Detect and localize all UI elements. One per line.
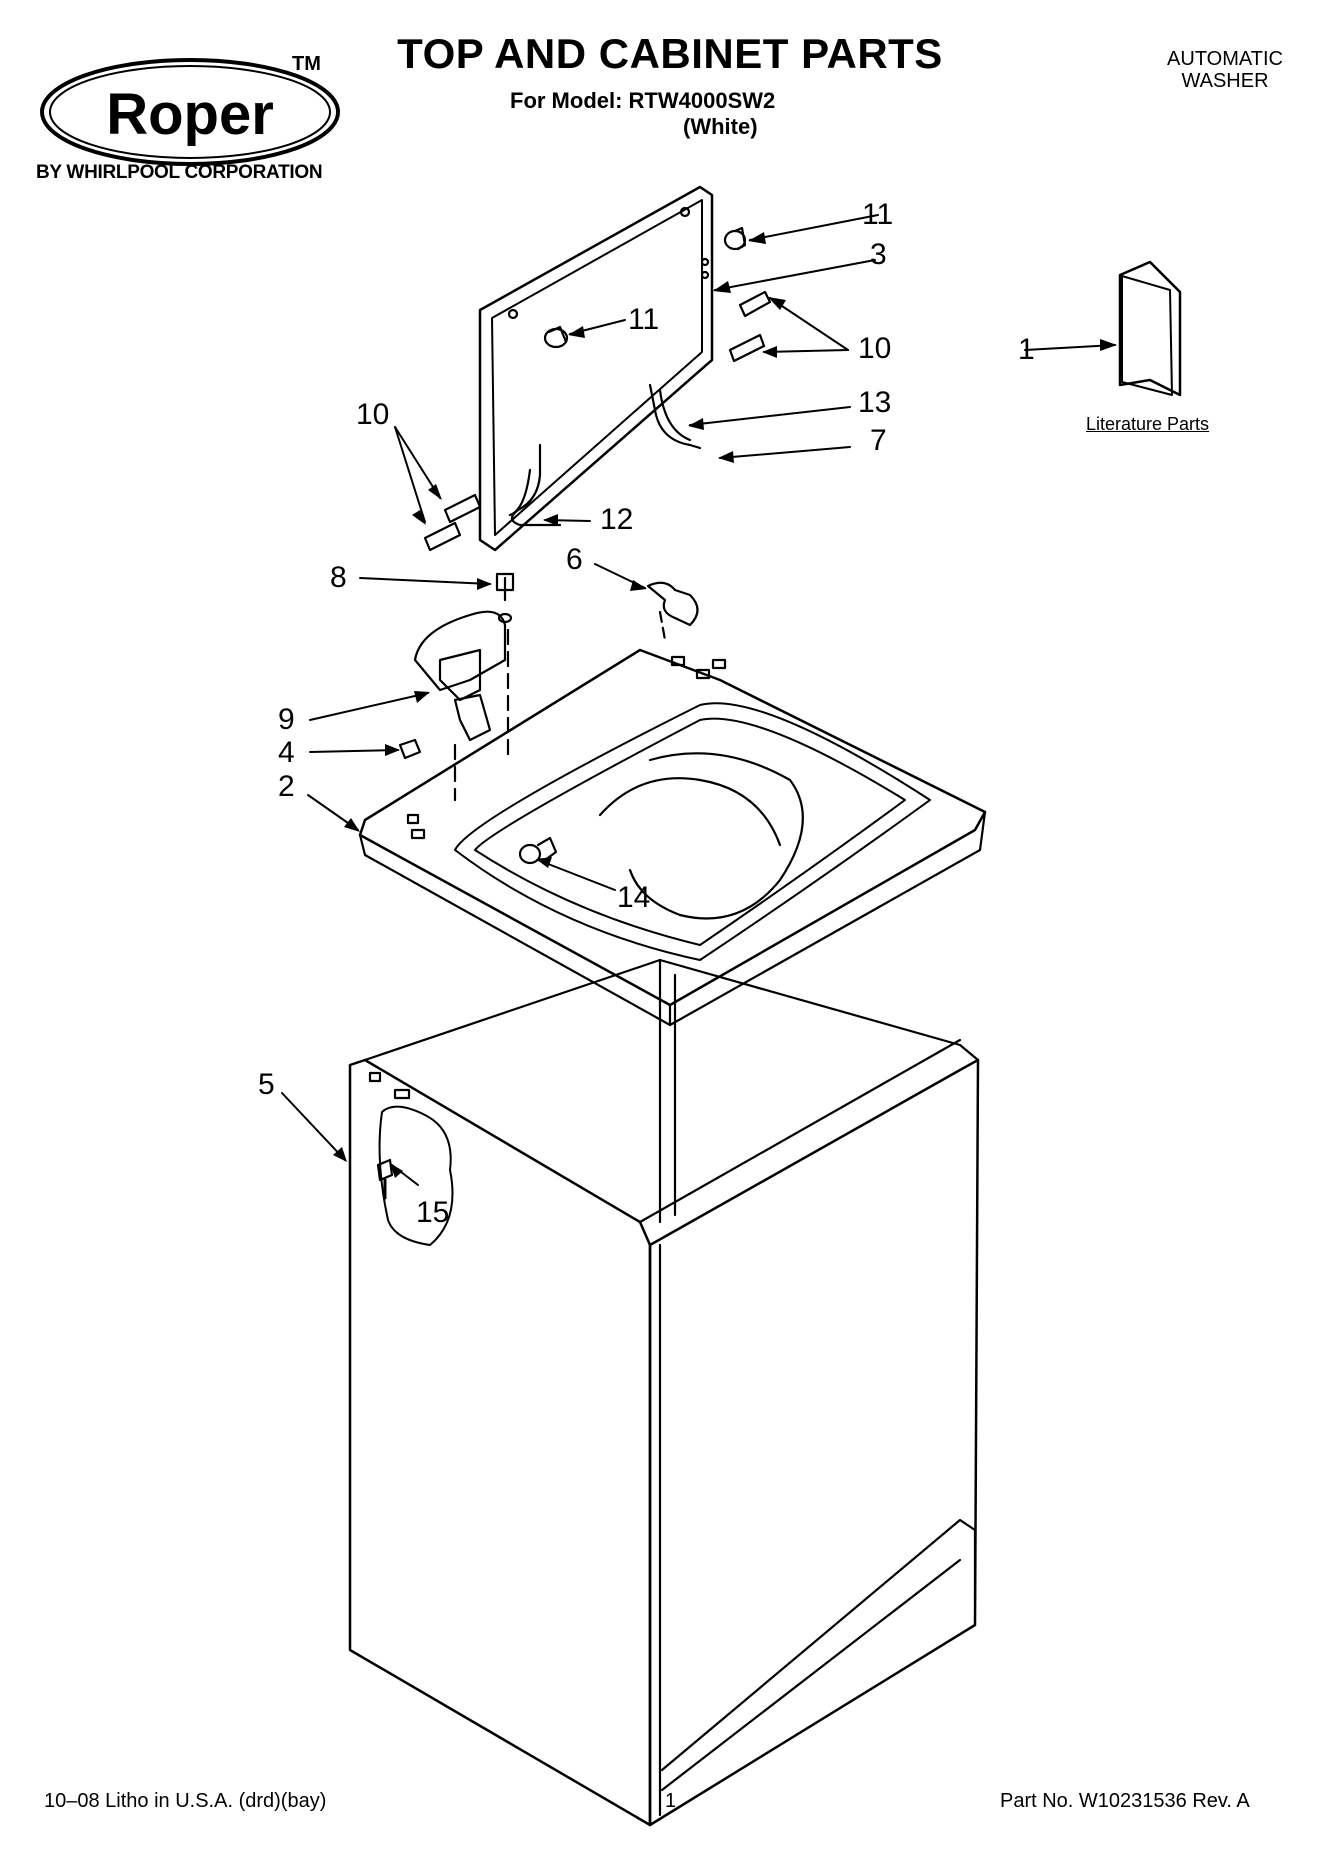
lid-assembly — [478, 185, 714, 552]
callout-9: 9 — [278, 703, 295, 736]
callout-12: 12 — [600, 503, 634, 536]
page-title: TOP AND CABINET PARTS — [397, 30, 943, 77]
callout-2: 2 — [278, 770, 295, 803]
model-number: For Model: RTW4000SW2 — [510, 88, 776, 113]
appliance-type: AUTOMATIC WASHER — [1130, 48, 1320, 92]
callout-8: 8 — [330, 561, 347, 594]
callout-1: 1 — [1018, 333, 1035, 366]
leader-lines — [281, 214, 1116, 1186]
callout-4: 4 — [278, 736, 295, 769]
callout-10-left: 10 — [356, 398, 390, 431]
appliance-type-line1: AUTOMATIC — [1167, 48, 1283, 70]
callout-11-top: 11 — [862, 198, 894, 231]
fill-hose-fitting — [518, 836, 558, 865]
page-number: 1 — [665, 1790, 677, 1812]
callout-3: 3 — [870, 238, 887, 271]
lid-screws — [423, 290, 772, 552]
logo-trademark: TM — [292, 53, 321, 75]
callout-13: 13 — [858, 386, 892, 419]
lid-bumpers — [543, 226, 747, 349]
lid-hinge-rods — [508, 383, 702, 527]
cabinet — [348, 958, 980, 1827]
roper-logo: Roper TM — [40, 53, 340, 166]
part-number: Part No. W10231536 Rev. A — [1000, 1790, 1250, 1812]
callout-14: 14 — [617, 881, 651, 914]
callout-15: 15 — [416, 1196, 450, 1229]
appliance-type-line2: WASHER — [1181, 70, 1269, 92]
callout-11-lid: 11 — [628, 303, 660, 336]
washer-top — [358, 648, 987, 1027]
callout-5: 5 — [258, 1068, 275, 1101]
literature-parts-label: Literature Parts — [1086, 414, 1210, 434]
brand-byline: BY WHIRLPOOL CORPORATION — [36, 162, 323, 183]
footer-litho: 10–08 Litho in U.S.A. (drd)(bay) — [44, 1790, 327, 1812]
callout-7: 7 — [870, 424, 887, 457]
model-variant: (White) — [683, 114, 758, 139]
callout-6: 6 — [566, 543, 583, 576]
arrow-heads — [333, 232, 1117, 1178]
hinge-bracket — [646, 581, 699, 642]
lid-switch-assembly — [398, 572, 515, 802]
logo-wordmark: Roper — [106, 82, 274, 147]
callout-10-right: 10 — [858, 332, 892, 365]
literature-booklet — [1118, 260, 1182, 397]
